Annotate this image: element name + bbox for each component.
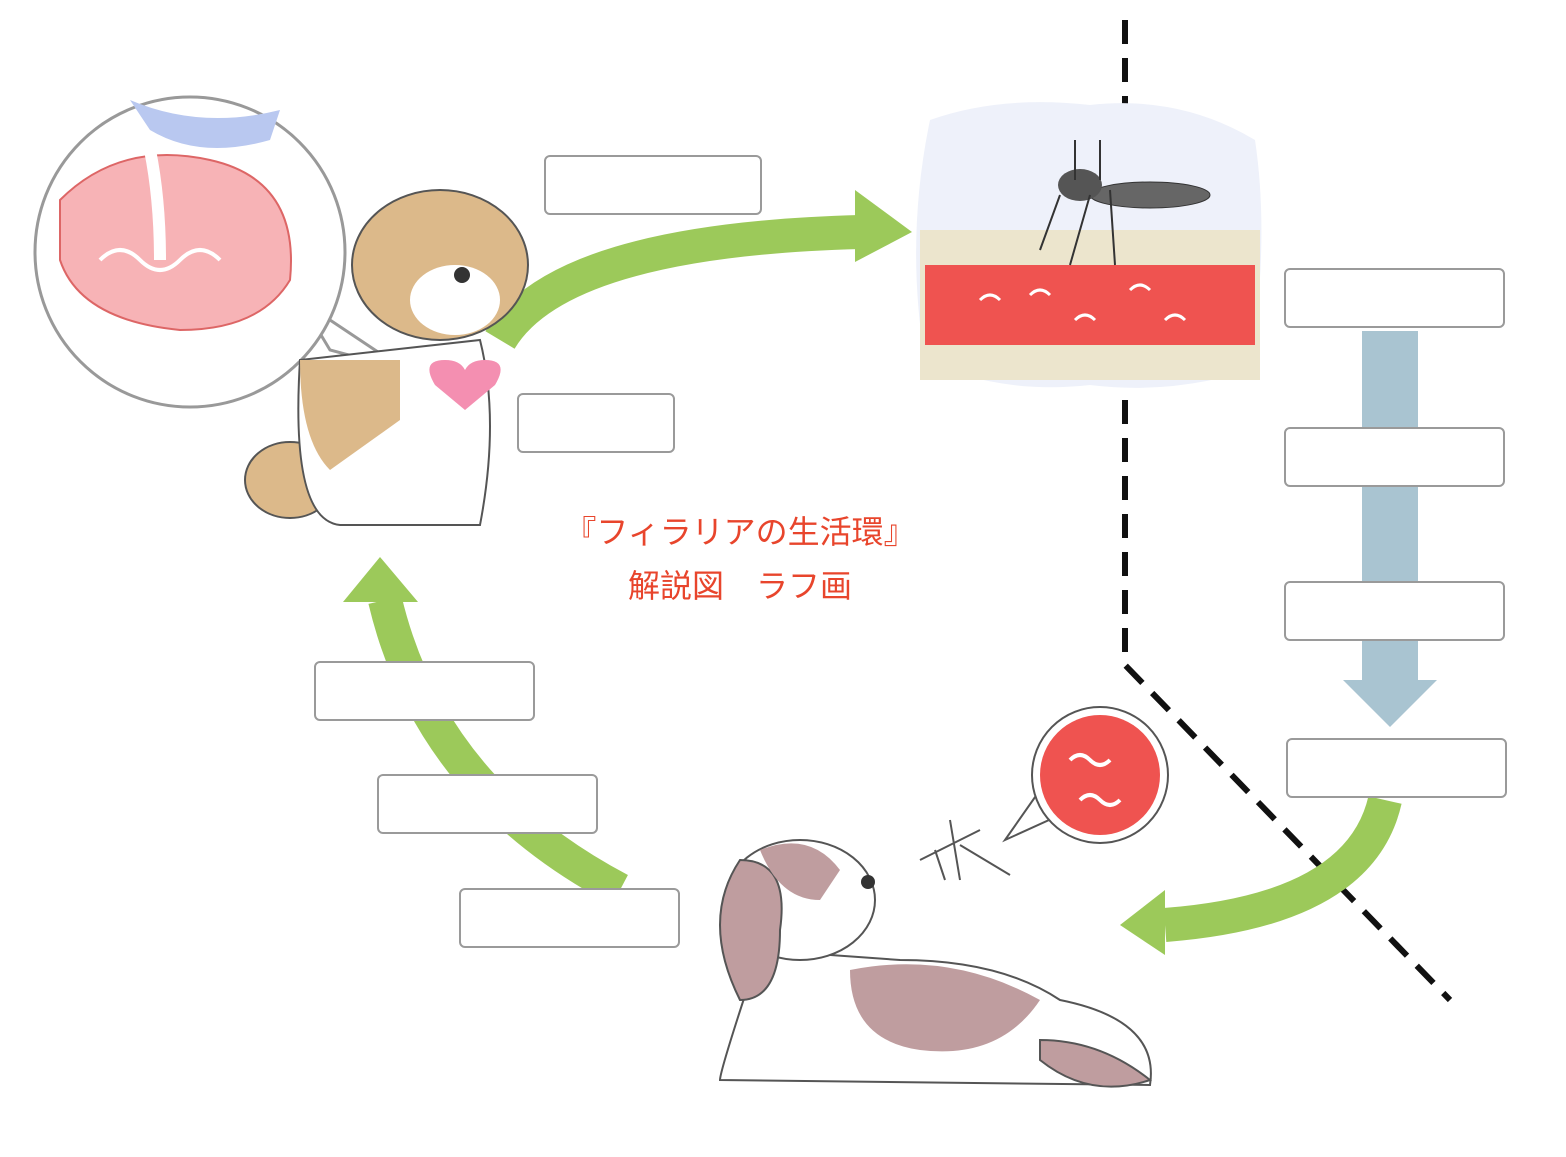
- sitting-dog-illustration: [244, 189, 529, 526]
- arrow-development-in-mosquito: [1343, 331, 1437, 727]
- label-box-4[interactable]: [1284, 427, 1505, 487]
- label-box-7[interactable]: [314, 661, 535, 721]
- title-line-1: 『フィラリアの生活環』: [564, 513, 916, 551]
- mosquito-biting-illustration: [916, 102, 1262, 388]
- label-box-2[interactable]: [517, 393, 675, 453]
- label-box-9[interactable]: [459, 888, 680, 948]
- diagram-title: 『フィラリアの生活環』 解説図 ラフ画: [540, 505, 940, 613]
- arrow-bottom-to-dog: [343, 557, 628, 906]
- label-box-8[interactable]: [377, 774, 598, 834]
- label-box-1[interactable]: [544, 155, 762, 215]
- arrow-dog-to-mosquito: [485, 190, 912, 350]
- label-box-5[interactable]: [1284, 581, 1505, 641]
- small-mosquito-icon: [919, 819, 1011, 881]
- label-box-6[interactable]: [1286, 738, 1507, 798]
- blood-speech-bubble-illustration: [1002, 706, 1169, 844]
- arrow-mosquito-to-dog: [1120, 795, 1402, 955]
- label-box-3[interactable]: [1284, 268, 1505, 328]
- lying-dog-illustration: [718, 839, 1153, 1088]
- title-line-2: 解説図 ラフ画: [627, 567, 852, 605]
